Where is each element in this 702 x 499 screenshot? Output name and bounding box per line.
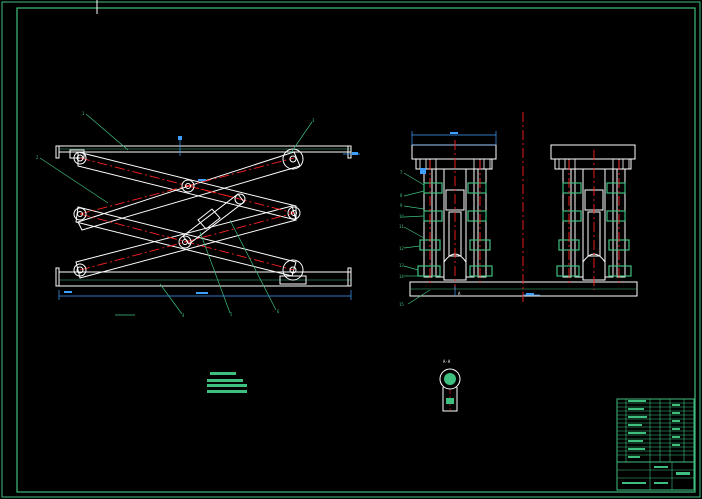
pivot-pins xyxy=(73,148,304,281)
side-view-right-assembly xyxy=(550,144,636,281)
side-view-base xyxy=(409,281,638,297)
section-a-a-label: A-A xyxy=(443,359,451,364)
balloon-label-10: 10 xyxy=(399,214,404,219)
side-view-centerlines xyxy=(429,112,620,305)
balloon-label-8: 8 xyxy=(400,193,403,198)
balloon-label-5: 5 xyxy=(230,312,233,317)
bottom-base xyxy=(55,267,352,287)
side-view-dimensions xyxy=(411,131,540,296)
front-view-scissor-lift: 1 2 3 4 5 6 xyxy=(36,111,360,318)
front-view-dimensions xyxy=(58,136,360,316)
title-block-text xyxy=(622,400,690,484)
front-view-dimension-ticks xyxy=(64,136,358,294)
balloon-label-9: 9 xyxy=(400,203,403,208)
section-marker: A xyxy=(458,291,461,296)
section-a-a-detail: A-A xyxy=(439,359,461,412)
top-platform xyxy=(55,145,352,159)
side-view-leaders xyxy=(403,172,431,305)
side-view: 7 8 9 10 11 12 13 14 15 A xyxy=(399,112,638,307)
side-view-joints xyxy=(417,182,632,277)
scissor-arms xyxy=(75,151,301,279)
balloon-label-2: 2 xyxy=(36,155,39,160)
balloon-label-14: 14 xyxy=(399,274,404,279)
side-view-dimension-ticks xyxy=(420,132,534,295)
front-view-leaders xyxy=(39,113,313,315)
balloon-label-3: 3 xyxy=(312,118,315,123)
balloon-label-1: 1 xyxy=(82,111,85,116)
balloon-label-15: 15 xyxy=(399,302,404,307)
side-view-top-bolts xyxy=(419,158,630,170)
side-view-left-assembly xyxy=(411,144,497,281)
technical-notes xyxy=(207,372,247,393)
balloon-label-11: 11 xyxy=(399,224,404,229)
title-block xyxy=(616,398,695,491)
balloon-label-7: 7 xyxy=(400,170,403,175)
balloon-label-4: 4 xyxy=(182,313,185,318)
balloon-label-12: 12 xyxy=(399,246,404,251)
balloon-label-13: 13 xyxy=(399,263,404,268)
balloon-label-6: 6 xyxy=(277,309,280,314)
